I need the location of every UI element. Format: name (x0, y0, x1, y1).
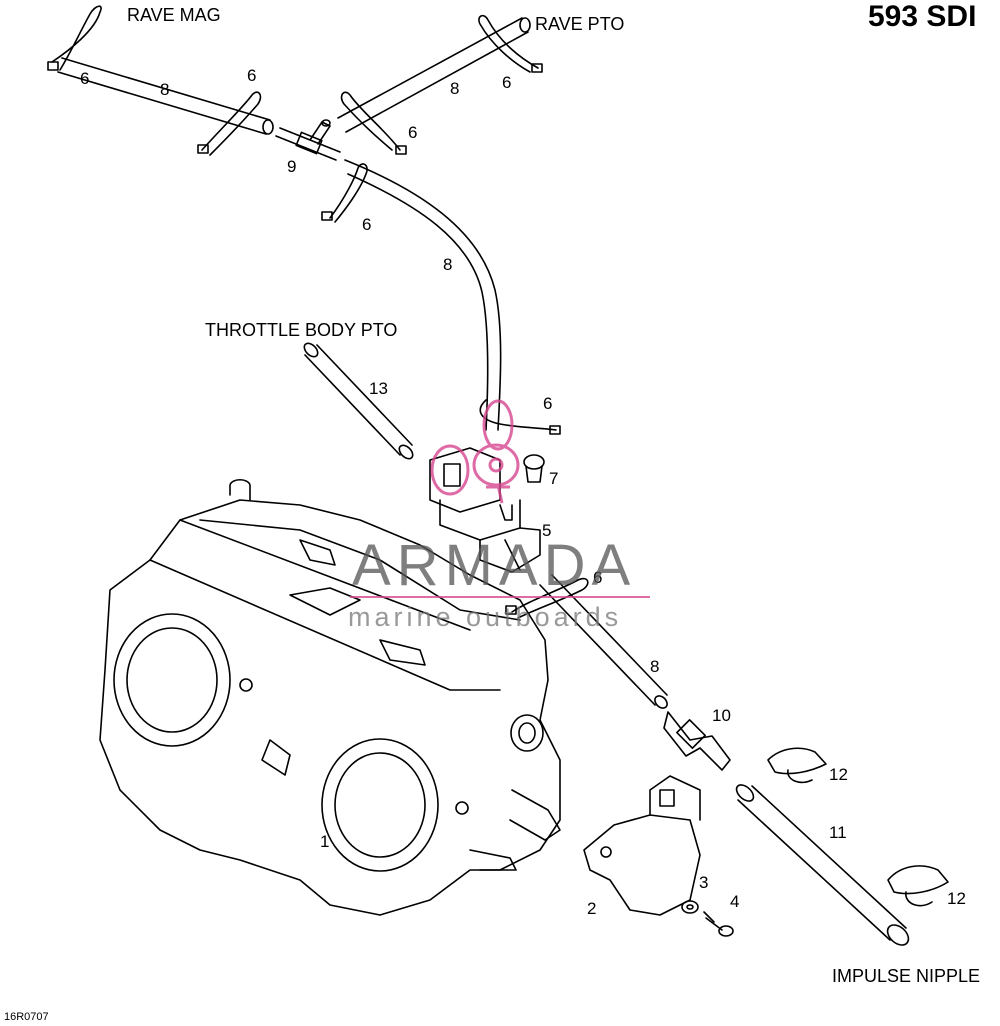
hose-to-solenoid (344, 159, 502, 431)
clamp-12-bottom (887, 865, 949, 907)
washer-3 (681, 900, 699, 914)
callout-6: 6 (408, 123, 418, 142)
callout-8: 8 (160, 80, 170, 99)
label-rave-mag: RAVE MAG (127, 5, 221, 25)
screw-4 (703, 911, 734, 937)
throttle-position-sensor (583, 775, 701, 916)
clamp-upper-left (47, 5, 102, 71)
throttle-body (99, 478, 561, 916)
clamp-lower-hose (505, 577, 589, 619)
callout-8: 8 (450, 79, 460, 98)
callout-13: 13 (369, 379, 388, 398)
callout-6: 6 (80, 69, 90, 88)
model-title: 593 SDI (868, 0, 977, 33)
callout-4: 4 (730, 892, 740, 911)
callout-7: 7 (549, 469, 559, 488)
clamp-pto-right (478, 14, 543, 73)
watermark-brand: ARMADA (352, 533, 637, 598)
callout-6: 6 (543, 394, 553, 413)
hose-rave-mag (57, 57, 274, 135)
label-throttle-body-pto: THROTTLE BODY PTO (205, 320, 398, 340)
callout-11: 11 (829, 823, 847, 842)
callout-8: 8 (650, 657, 660, 676)
clamp-long-hose-bottom (479, 399, 561, 435)
callout-1: 1 (320, 832, 330, 851)
tee-fitting (275, 119, 341, 161)
callout-6: 6 (502, 73, 512, 92)
watermark-tagline: marine outboards (348, 602, 623, 632)
clamp-upper-mid (197, 91, 262, 156)
hose-rave-pto (337, 17, 531, 133)
callout-6: 6 (593, 568, 603, 587)
fitting-10 (663, 711, 731, 771)
clamp-pto-left (340, 91, 407, 155)
callout-3: 3 (699, 873, 709, 892)
hose-impulse (735, 784, 910, 946)
callout-12: 12 (829, 765, 848, 784)
hose-13 (303, 342, 414, 460)
callout-10: 10 (712, 706, 731, 725)
label-impulse-nipple: IMPULSE NIPPLE (832, 966, 981, 986)
label-rave-pto: RAVE PTO (535, 14, 625, 34)
watermark-rule (350, 596, 650, 598)
callout-8: 8 (443, 255, 453, 274)
clamp-12-top (767, 747, 827, 784)
screw-7 (523, 454, 545, 483)
callout-6: 6 (362, 215, 372, 234)
callout-2: 2 (587, 899, 597, 918)
callout-5: 5 (542, 521, 552, 540)
reference-code: 16R0707 (4, 1011, 49, 1023)
callout-6: 6 (247, 66, 257, 85)
callout-9: 9 (287, 157, 297, 176)
clamp-long-hose-top (321, 163, 368, 223)
armada-logo-icon (430, 399, 520, 504)
callout-12: 12 (947, 889, 966, 908)
